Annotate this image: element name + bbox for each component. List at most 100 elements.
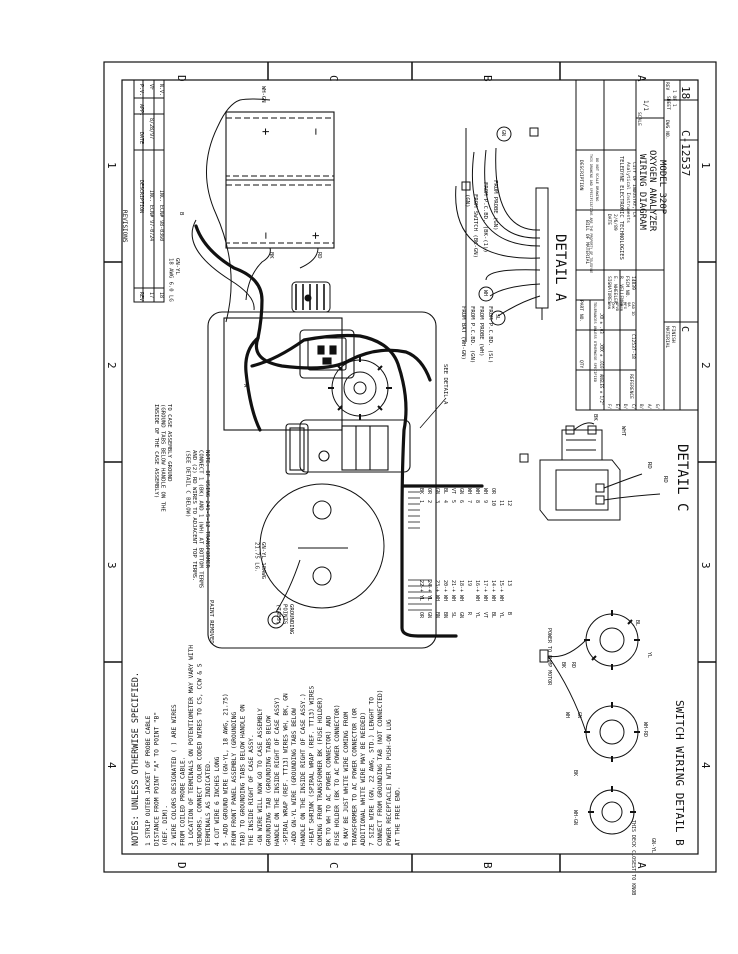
note-line: POWER RECEPTACLE) WITH PUSH-ON LUG bbox=[386, 719, 393, 846]
tb-description-header: DESCRIPTION bbox=[578, 160, 584, 191]
terminal-left-color: BL bbox=[442, 488, 448, 494]
tb-checked: R. VELLENGA bbox=[618, 276, 624, 307]
tb-qty-header: QTY bbox=[578, 360, 584, 369]
title-block-letter: F/ bbox=[607, 404, 612, 410]
rev-row2-rev: 18 bbox=[158, 292, 164, 298]
terminal-right-label: 16-+ WH bbox=[474, 580, 480, 601]
terminal-right-color: R bbox=[466, 612, 472, 616]
title-block-letter: B/ bbox=[639, 404, 644, 410]
terminal-right-label: 13 bbox=[506, 580, 512, 586]
zone-top-b: B bbox=[481, 75, 494, 82]
tb-division: Analytical Instruments bbox=[625, 162, 631, 223]
terminal-right-color: B bbox=[506, 612, 512, 615]
battery-pack: + − − + WH-GN BK RD bbox=[225, 86, 335, 259]
note-line: TRANSFORMER TO AC POWER CONNECTOR (OR bbox=[351, 708, 358, 846]
detail-b-wh: WH bbox=[564, 712, 570, 718]
detail-c-title: DETAIL C bbox=[674, 444, 690, 511]
terminal-left-color: GN bbox=[434, 488, 440, 494]
tb-dwgno-label: DWG NO. bbox=[664, 120, 670, 139]
zone-left-2: 2 bbox=[105, 362, 118, 369]
terminal-left-number: 8 bbox=[474, 500, 480, 503]
tb-dim3: ANGLES ± 1/2° bbox=[599, 374, 604, 405]
tb-drawn-date: 2/6/89 bbox=[612, 214, 618, 231]
rev-header-rev: REV bbox=[138, 292, 144, 301]
terminal-right-color: SL bbox=[450, 612, 456, 618]
detail-a-circle-wh: WH bbox=[482, 290, 488, 296]
detail-a-circle-gn: GN bbox=[500, 130, 506, 136]
terminal-right-label: 23-+ WH bbox=[434, 580, 440, 601]
detail-a-label-switch: FROM SWITCH (BK-GN) bbox=[472, 194, 478, 258]
zone-bottom-d: D bbox=[175, 862, 188, 869]
note-line: 2 WIRE COLORS DESIGNATED ( ) ARE WIRES bbox=[171, 704, 178, 846]
title-block-letter: C/ bbox=[631, 404, 636, 410]
title-block-row-label: CHK bbox=[611, 302, 616, 310]
detail-a-label-bat: FROM BAT (WH-GN) bbox=[460, 306, 466, 360]
terminal-left-color: WH bbox=[474, 488, 480, 494]
tb-signatures: SIGNATURES bbox=[606, 276, 612, 304]
terminal-left-number: 3 bbox=[434, 500, 440, 503]
note-line: COMING FROM TRANSFORMER BK (FUSE HOLDER) bbox=[317, 697, 324, 846]
terminal-left-number: 11 bbox=[498, 500, 504, 506]
label-gnyl-wire: GN-YL18 AWG 6.0 LG bbox=[168, 258, 180, 302]
terminal-left-number: 12 bbox=[506, 500, 512, 506]
detail-a-circle-sl: SL bbox=[494, 314, 500, 320]
detail-c: DETAIL C BK WHT RD RD bbox=[519, 414, 690, 521]
zone-bottom-a: A bbox=[635, 862, 648, 869]
terminal-left-number: 2 bbox=[426, 500, 432, 503]
tb-scale-label: SCALE bbox=[636, 112, 642, 126]
detail-a-title: DETAIL A bbox=[552, 234, 568, 302]
tb-dim2: .XXX ± .010 bbox=[599, 342, 604, 369]
battery-wire-rd: RD bbox=[316, 252, 322, 259]
tb-do-not-scale: DO NOT SCALE DRAWING bbox=[595, 158, 599, 201]
note-line: -GN WIRE WILL NOW GO TO CASE ASSEMBLY bbox=[257, 708, 264, 846]
note-line: 4 CUT WIRE 6 INCHES LONG bbox=[214, 756, 221, 846]
note-line: BK TO WH TO AC POWER CONNECTOR) AND bbox=[326, 715, 333, 846]
rev-header-pv: P.V. bbox=[138, 84, 144, 96]
thick-harness bbox=[194, 224, 484, 638]
terminal-right-label: 15-+ WH bbox=[498, 580, 504, 601]
zone-letters: D C B A D C B A 1 2 3 4 1 2 3 4 bbox=[105, 75, 712, 869]
rev-row2-pv: N.V. bbox=[158, 84, 164, 96]
detail-c-label-wht: WHT bbox=[620, 426, 626, 437]
detail-a-label-pcbd1: FROM P.C.BD. (BK-(1)) bbox=[482, 182, 488, 253]
note-line: TERMINALS AS INDICATED. bbox=[205, 760, 212, 846]
zone-right-2: 2 bbox=[699, 362, 712, 369]
tb-dim1: .XX ± .03 bbox=[599, 312, 604, 334]
label-point-a: A bbox=[242, 384, 248, 388]
terminal-right-color: YL bbox=[498, 612, 504, 618]
tb-tolerances: TOLERANCES UNLESS OTHERWISE SPECIFIED bbox=[593, 302, 597, 382]
note-line: 5 -ADD GROUND WIRE (GN-YL, 18 AWG, 21.75… bbox=[222, 693, 229, 846]
note-line: THE INSIDE RIGHT OF CASE ASSY. bbox=[248, 734, 255, 846]
zone-right-1: 1 bbox=[699, 162, 712, 169]
title-block-letter: D/ bbox=[623, 404, 628, 410]
terminal-left-number: 5 bbox=[450, 500, 456, 503]
note-line: VENDORS. CONNECT COLOR CODED WIRES TO CS… bbox=[197, 663, 204, 846]
note-line: FROM COILED PROBE CABLE. bbox=[179, 757, 186, 846]
detail-b-gnyl: GN-YL bbox=[650, 838, 656, 853]
terminal-left-color: BK bbox=[418, 488, 424, 494]
note-line: TAB) TO GROUNDING TABS BELOW HANDLE ON bbox=[240, 704, 247, 846]
terminal-right-label: 21-+ WH bbox=[450, 580, 456, 601]
tb-cad-id: C12537-18 bbox=[630, 334, 636, 359]
revisions-title: REVISIONS bbox=[121, 210, 128, 243]
detail-b-whgn: WH-GN bbox=[572, 810, 578, 825]
terminal-right-label: 24-+ YL bbox=[426, 580, 432, 601]
title-block-row-label: CAD ID bbox=[631, 302, 636, 316]
detail-b: SWITCH WIRING DETAIL B POWER TO PUMP MOT… bbox=[539, 610, 686, 895]
note-line: HANDLE ON THE INSIDE RIGHT OF CASE ASSY.… bbox=[300, 693, 307, 846]
terminal-left-number: 9 bbox=[482, 500, 488, 503]
note-line: 1 STRIP OUTER JACKET OF PROBE CABLE bbox=[145, 715, 152, 846]
tb-company: TELEDYNE ELECTRONIC TECHNOLOGIES bbox=[618, 156, 624, 260]
battery-wire-whgn: WH-GN bbox=[260, 86, 266, 103]
battery-plus-1: + bbox=[259, 128, 273, 135]
notes-header: NOTES: UNLESS OTHERWISE SPECIFIED. bbox=[131, 672, 141, 846]
battery-minus-1: − bbox=[309, 128, 323, 135]
tb-date: DATE bbox=[606, 214, 612, 225]
label-grounding-points: GROUNDINGPOINTS(TABS) bbox=[275, 604, 294, 635]
detail-a-label-probe-wh: FROM PROBE (WH) bbox=[478, 306, 484, 357]
tb-finish: FINISH bbox=[670, 326, 676, 343]
tb-fscm-no: 14839 bbox=[630, 276, 636, 290]
tb-drawing-no: C-12537 bbox=[679, 130, 692, 176]
detail-c-label-rd2: RD bbox=[662, 476, 668, 483]
